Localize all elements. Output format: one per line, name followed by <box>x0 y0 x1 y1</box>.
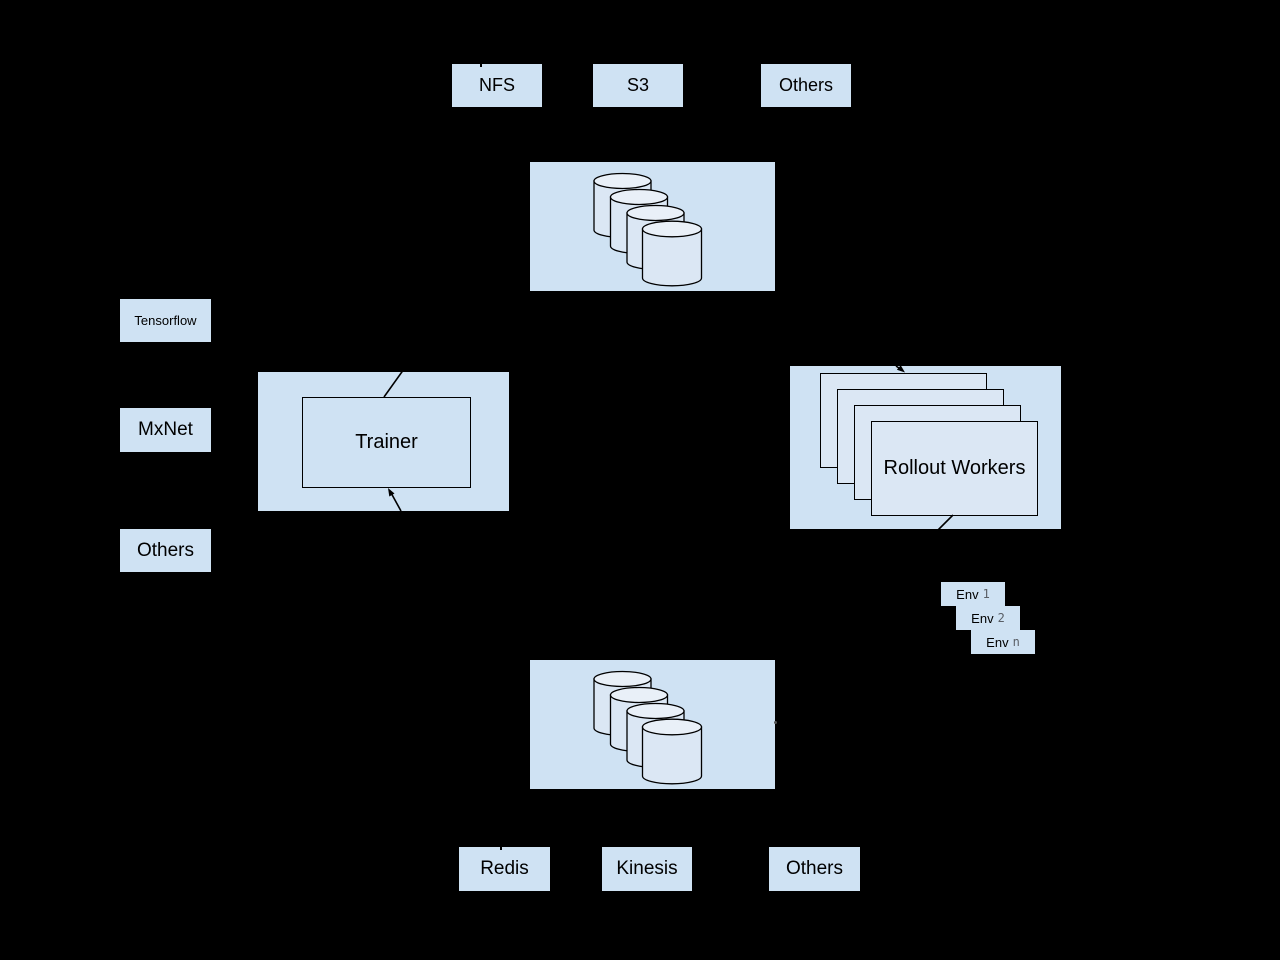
node-redis: Redis <box>459 847 550 891</box>
node-trainer-container: Trainer <box>258 372 509 511</box>
node-trainer: Trainer <box>302 397 471 488</box>
env-label: Env <box>956 586 979 602</box>
node-s3: S3 <box>593 64 683 107</box>
node-others-top: Others <box>761 64 851 107</box>
node-others-bottom: Others <box>769 847 860 891</box>
node-data-store-bottom <box>530 660 775 789</box>
database-cluster-icon <box>593 670 703 785</box>
node-kinesis: Kinesis <box>602 847 692 891</box>
node-nfs: NFS <box>452 64 542 107</box>
env-id: n <box>1012 635 1020 649</box>
node-rollout-workers: Rollout Workers <box>871 421 1038 516</box>
node-data-store-top <box>530 162 775 291</box>
env-label: Env <box>986 634 1009 650</box>
node-mxnet: MxNet <box>120 408 211 452</box>
env-label: Env <box>971 610 994 626</box>
node-others-left: Others <box>120 529 211 572</box>
env-id: 2 <box>997 611 1005 625</box>
node-rollout-workers-container: Rollout Workers <box>790 366 1061 529</box>
env-id: 1 <box>982 587 990 601</box>
node-tensorflow: Tensorflow <box>120 299 211 342</box>
database-cluster-icon <box>593 172 703 287</box>
